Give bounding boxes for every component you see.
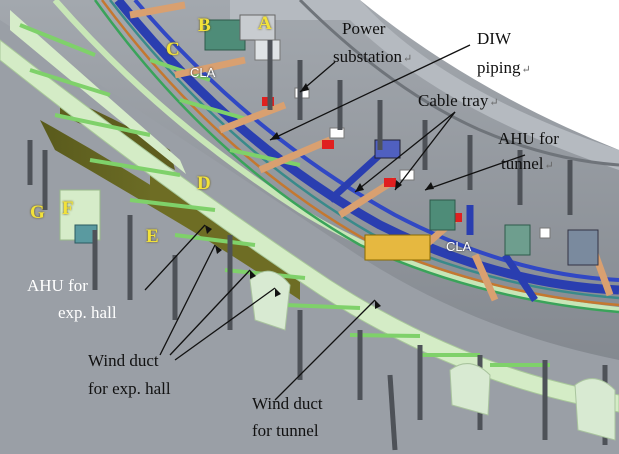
pale-green-rail <box>52 0 619 313</box>
cla-label-upper: CLA <box>190 65 216 80</box>
arrow-heads <box>205 83 434 309</box>
label-diw-piping-1: DIW <box>477 29 511 48</box>
label-ahu-tunnel-2: tunnel↵ <box>501 154 554 173</box>
outer-floor <box>0 20 619 454</box>
zone-label-e: E <box>146 226 159 247</box>
cable-teal <box>109 0 619 300</box>
cable-green <box>93 0 619 314</box>
label-wind-duct-tunnel-2: for tunnel <box>252 421 319 440</box>
label-diw-piping-2: piping↵ <box>477 58 531 77</box>
label-cable-tray: Cable tray↵ <box>418 91 499 110</box>
lower-ducts <box>249 270 616 441</box>
blue-pipe-main <box>114 0 619 295</box>
zone-label-b: B <box>198 15 211 36</box>
label-wind-duct-exp-hall-1: Wind duct <box>88 351 159 370</box>
upper-rail <box>298 0 619 167</box>
label-power-substation-2: substation↵ <box>333 47 413 66</box>
zone-label-f: F <box>62 198 74 219</box>
zone-label-a: A <box>258 13 272 34</box>
cla-label-lower: CLA <box>446 239 472 254</box>
support-posts <box>27 40 608 451</box>
pale-green-ring-outer <box>0 39 619 413</box>
label-ahu-exp-hall-2: exp. hall <box>58 303 117 322</box>
zone-label-c: C <box>166 39 180 60</box>
upper-walkway <box>230 0 619 170</box>
label-ahu-tunnel-1: AHU for <box>498 129 559 148</box>
label-ahu-exp-hall-1: AHU for <box>27 276 88 295</box>
zone-label-d: D <box>197 173 211 194</box>
label-wind-duct-exp-hall-2: for exp. hall <box>88 379 171 398</box>
equipment <box>59 14 599 266</box>
zone-label-g: G <box>30 202 45 223</box>
label-power-substation-1: Power <box>342 19 386 38</box>
blue-pipe-secondary <box>133 0 619 282</box>
label-wind-duct-tunnel-1: Wind duct <box>252 394 323 413</box>
leader-lines <box>144 44 526 401</box>
